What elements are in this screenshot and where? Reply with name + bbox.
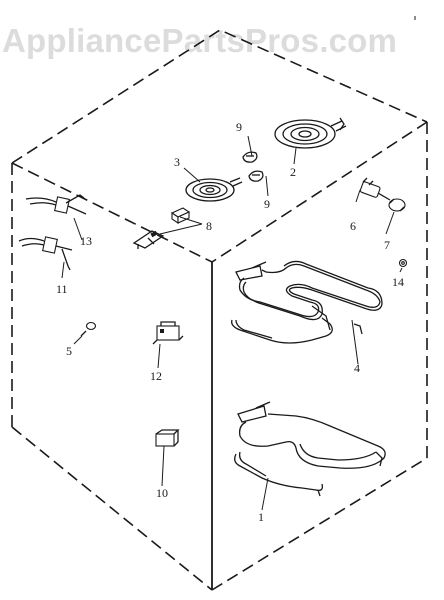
relay-bracket[interactable]	[152, 321, 184, 345]
callout-4: 4	[354, 361, 360, 375]
callout-14: 14	[392, 275, 404, 289]
callout-5: 5	[66, 344, 72, 358]
terminal-block[interactable]	[170, 207, 191, 225]
callout-leader-8	[159, 216, 203, 235]
oven-light-socket[interactable]	[359, 177, 391, 201]
light-lens[interactable]	[388, 198, 406, 212]
callout-11: 11	[56, 282, 68, 296]
surface-element-small[interactable]	[185, 177, 243, 202]
clip-bracket[interactable]	[132, 230, 165, 249]
bushing[interactable]	[80, 321, 97, 337]
thermostat-upper[interactable]	[25, 194, 87, 215]
callout-13: 13	[80, 234, 92, 248]
broil-element[interactable]	[231, 260, 383, 344]
surface-element-large[interactable]	[274, 117, 347, 149]
watermark-text: AppliancePartsPros.com	[2, 22, 397, 59]
cabinet-outline	[11, 29, 428, 591]
callout-1: 1	[258, 510, 264, 524]
callout-2: 2	[290, 165, 296, 179]
callout-9-upper: 9	[236, 120, 242, 134]
door-switch[interactable]	[155, 429, 180, 447]
leader-lines	[61, 135, 403, 511]
callout-12: 12	[150, 369, 162, 383]
element-receptacle-lower[interactable]	[248, 170, 264, 182]
callout-9-lower: 9	[264, 197, 270, 211]
callout-7: 7	[384, 238, 390, 252]
callout-6: 6	[350, 219, 356, 233]
callout-8: 8	[206, 219, 212, 233]
callout-10: 10	[156, 486, 168, 500]
small-knob[interactable]	[398, 258, 408, 268]
thermostat-lower[interactable]	[18, 236, 73, 271]
bake-element[interactable]	[234, 401, 386, 497]
element-receptacle-upper[interactable]	[242, 151, 258, 163]
callout-3: 3	[174, 155, 180, 169]
